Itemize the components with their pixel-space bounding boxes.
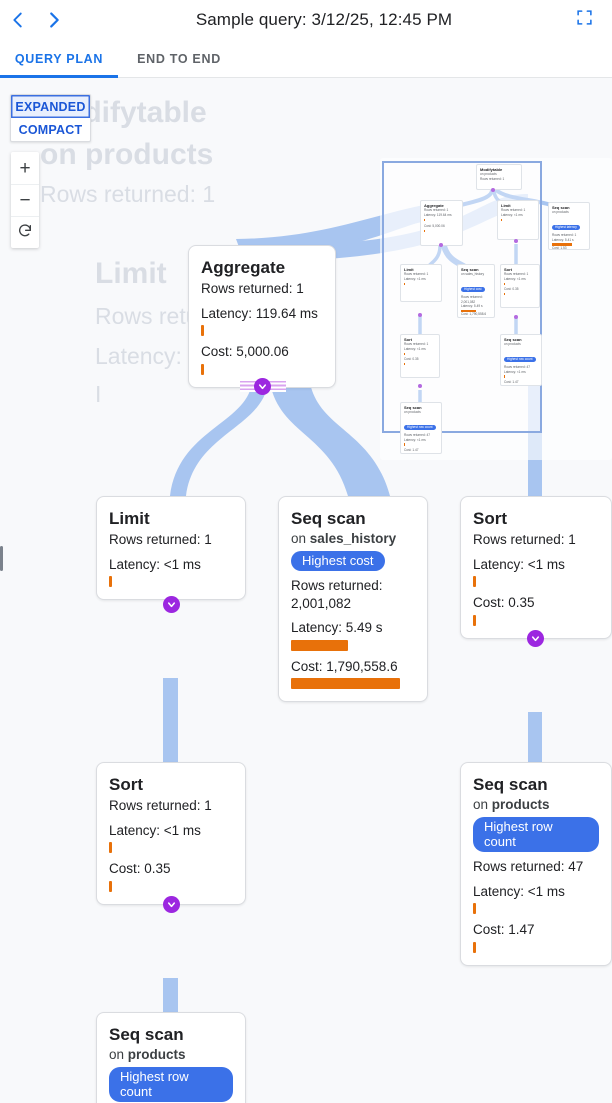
collapse-handle-sort-left[interactable] bbox=[163, 896, 180, 913]
node-relation: on sales_history bbox=[291, 531, 397, 547]
edge-aggregate-to-seqscan bbox=[270, 383, 390, 496]
mini-node-seqscan-sales[interactable]: Seq scan on sales_history Highest cost R… bbox=[457, 264, 495, 318]
forward-button[interactable] bbox=[36, 0, 72, 40]
plan-node-seqscan-sales-history[interactable]: Seq scan on sales_history Highest cost R… bbox=[278, 496, 428, 703]
mini-collapse-handle bbox=[491, 188, 495, 192]
zoom-control-group: + − bbox=[11, 152, 39, 248]
zoom-out-button[interactable]: − bbox=[11, 184, 39, 216]
minimap[interactable]: Modifytable on products Rows returned: 1… bbox=[380, 158, 612, 460]
collapse-handle-sort-right[interactable] bbox=[527, 630, 544, 647]
chevron-down-icon bbox=[257, 381, 268, 392]
chevron-down-icon bbox=[530, 633, 541, 644]
mini-node-sort-left[interactable]: Sort Rows returned: 1 Latency: <1 ms Cos… bbox=[400, 334, 440, 378]
page-title: Sample query: 3/12/25, 12:45 PM bbox=[195, 10, 453, 29]
tab-bar: QUERY PLAN END TO END bbox=[0, 40, 612, 78]
latency-bar bbox=[109, 842, 112, 854]
collapse-handle-aggregate[interactable] bbox=[254, 378, 271, 395]
status-badge-highest-row-count: Highest row count bbox=[473, 817, 599, 853]
cost-bar bbox=[473, 941, 476, 953]
edge-limit-to-sort bbox=[163, 678, 178, 762]
back-button[interactable] bbox=[0, 0, 36, 40]
node-relation: on products bbox=[109, 1047, 186, 1063]
latency-bar bbox=[291, 639, 348, 651]
plan-canvas[interactable]: Modifytable on products Rows returned: 1… bbox=[0, 78, 612, 1103]
page-header: Sample query: 3/12/25, 12:45 PM bbox=[0, 0, 612, 40]
tab-end-to-end[interactable]: END TO END bbox=[137, 51, 221, 66]
cost-bar bbox=[201, 363, 204, 375]
mini-node-seqscan-products-right[interactable]: Seq scan on products Highest row count R… bbox=[500, 334, 542, 386]
latency-bar bbox=[109, 576, 112, 588]
mini-collapse-handle bbox=[514, 239, 518, 243]
plan-node-sort-right[interactable]: Sort Rows returned: 1 Latency: <1 ms Cos… bbox=[460, 496, 612, 639]
fullscreen-button[interactable] bbox=[566, 0, 602, 40]
chevron-down-icon bbox=[166, 899, 177, 910]
mini-collapse-handle bbox=[418, 384, 422, 388]
zoom-in-button[interactable]: + bbox=[19, 157, 31, 179]
mini-node-sort-right[interactable]: Sort Rows returned: 1 Latency: <1 ms Cos… bbox=[500, 264, 540, 308]
collapse-handle-limit[interactable] bbox=[163, 596, 180, 613]
mini-node-limit[interactable]: Limit Rows returned: 1 Latency: <1 ms bbox=[400, 264, 442, 302]
display-mode-group: EXPANDED COMPACT bbox=[10, 94, 91, 142]
fullscreen-icon bbox=[576, 9, 593, 31]
reset-rotate-icon bbox=[17, 223, 33, 243]
mini-collapse-handle bbox=[514, 315, 518, 319]
latency-bar bbox=[473, 903, 476, 915]
plan-node-limit[interactable]: Limit Rows returned: 1 Latency: <1 ms bbox=[96, 496, 246, 601]
reset-view-button[interactable] bbox=[11, 216, 39, 248]
plan-node-aggregate[interactable]: Aggregate Rows returned: 1 Latency: 119.… bbox=[188, 245, 336, 388]
mini-node-modifytable[interactable]: Modifytable on products Rows returned: 1 bbox=[476, 164, 522, 190]
cost-bar bbox=[109, 880, 112, 892]
plan-node-seqscan-products-bottom[interactable]: Seq scan on products Highest row count R… bbox=[96, 1012, 246, 1103]
mini-collapse-handle bbox=[418, 313, 422, 317]
latency-bar bbox=[201, 325, 204, 337]
cost-bar bbox=[291, 678, 400, 690]
plan-node-sort-left[interactable]: Sort Rows returned: 1 Latency: <1 ms Cos… bbox=[96, 762, 246, 905]
mini-node-limit-top[interactable]: Limit Rows returned: 1 Latency: <1 ms bbox=[497, 200, 539, 240]
plan-node-seqscan-products-right[interactable]: Seq scan on products Highest row count R… bbox=[460, 762, 612, 966]
tab-query-plan[interactable]: QUERY PLAN bbox=[0, 40, 118, 78]
mini-node-seqscan-latency[interactable]: Seq scan on products Highest latency Row… bbox=[548, 202, 590, 250]
latency-bar bbox=[473, 576, 476, 588]
mode-button-expanded[interactable]: EXPANDED bbox=[11, 95, 90, 118]
mini-node-aggregate[interactable]: Aggregate Rows returned: 1 Latency: 119.… bbox=[420, 200, 463, 246]
chevron-down-icon bbox=[166, 599, 177, 610]
mini-collapse-handle bbox=[439, 243, 443, 247]
status-badge-highest-cost: Highest cost bbox=[291, 551, 385, 572]
canvas-scrollbar[interactable] bbox=[0, 546, 3, 571]
edge-aggregate-to-limit bbox=[170, 383, 268, 496]
cost-bar bbox=[473, 614, 476, 626]
status-badge-highest-row-count: Highest row count bbox=[109, 1067, 233, 1103]
node-relation: on products bbox=[473, 797, 550, 813]
mini-node-seqscan-products-bottom[interactable]: Seq scan on products Highest row count R… bbox=[400, 402, 442, 454]
mode-button-compact[interactable]: COMPACT bbox=[18, 122, 83, 137]
chevron-right-icon bbox=[43, 9, 65, 31]
chevron-left-icon bbox=[7, 9, 29, 31]
